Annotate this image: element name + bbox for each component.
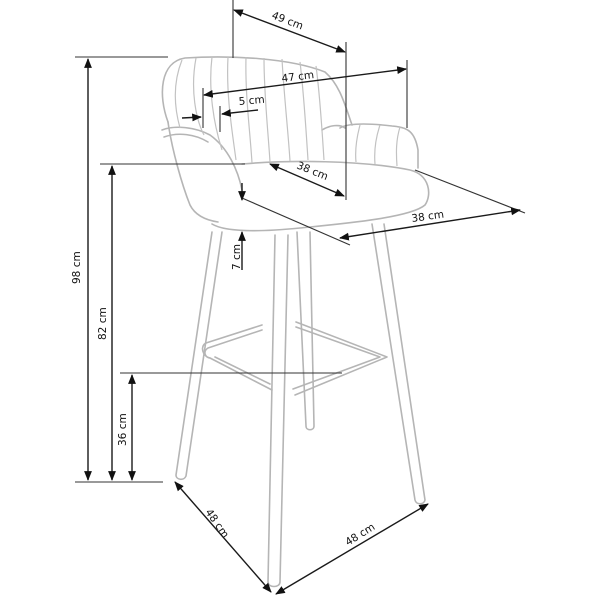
label-total-height: 98 cm [71, 251, 83, 284]
label-seat-height: 82 cm [97, 307, 109, 340]
label-armrest-width: 5 cm [238, 94, 265, 108]
label-footrest-height: 36 cm [117, 413, 129, 446]
dimension-labels: 49 cm 47 cm 5 cm 38 cm 38 cm 7 cm 98 cm … [71, 10, 445, 549]
chair-legs [175, 223, 426, 588]
label-overall-width: 47 cm [281, 69, 315, 85]
dimension-lines [75, 0, 526, 595]
chair-drawing [161, 56, 430, 588]
label-seat-thickness: 7 cm [231, 244, 243, 270]
label-seat-depth: 38 cm [295, 160, 330, 183]
label-overall-depth: 49 cm [270, 10, 305, 33]
footrest [204, 321, 388, 396]
label-base-depth: 48 cm [203, 507, 232, 541]
label-seat-width: 38 cm [411, 209, 445, 225]
